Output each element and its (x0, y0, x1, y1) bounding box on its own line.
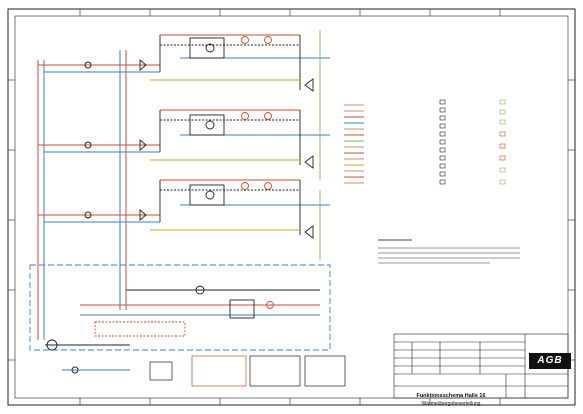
zone-ticks (8, 9, 575, 405)
lower-distribution (29, 264, 331, 374)
circuit-1 (38, 30, 330, 180)
circuit-2 (38, 109, 330, 169)
company-logo: AGB (529, 353, 571, 369)
inner-frame (14, 15, 569, 399)
drawing-title: Funktionsschema Halle 16 (416, 393, 486, 399)
circuit-3 (38, 179, 330, 260)
drawing-subtitle: Wärmeübergabeverteilung (421, 401, 481, 407)
outer-frame (7, 8, 576, 406)
main-risers (37, 50, 127, 340)
legend-symbols (439, 99, 506, 185)
notes-text-block (378, 239, 520, 264)
title-block (393, 333, 569, 399)
device-boxes (149, 355, 346, 387)
legend-line-samples (344, 104, 364, 184)
